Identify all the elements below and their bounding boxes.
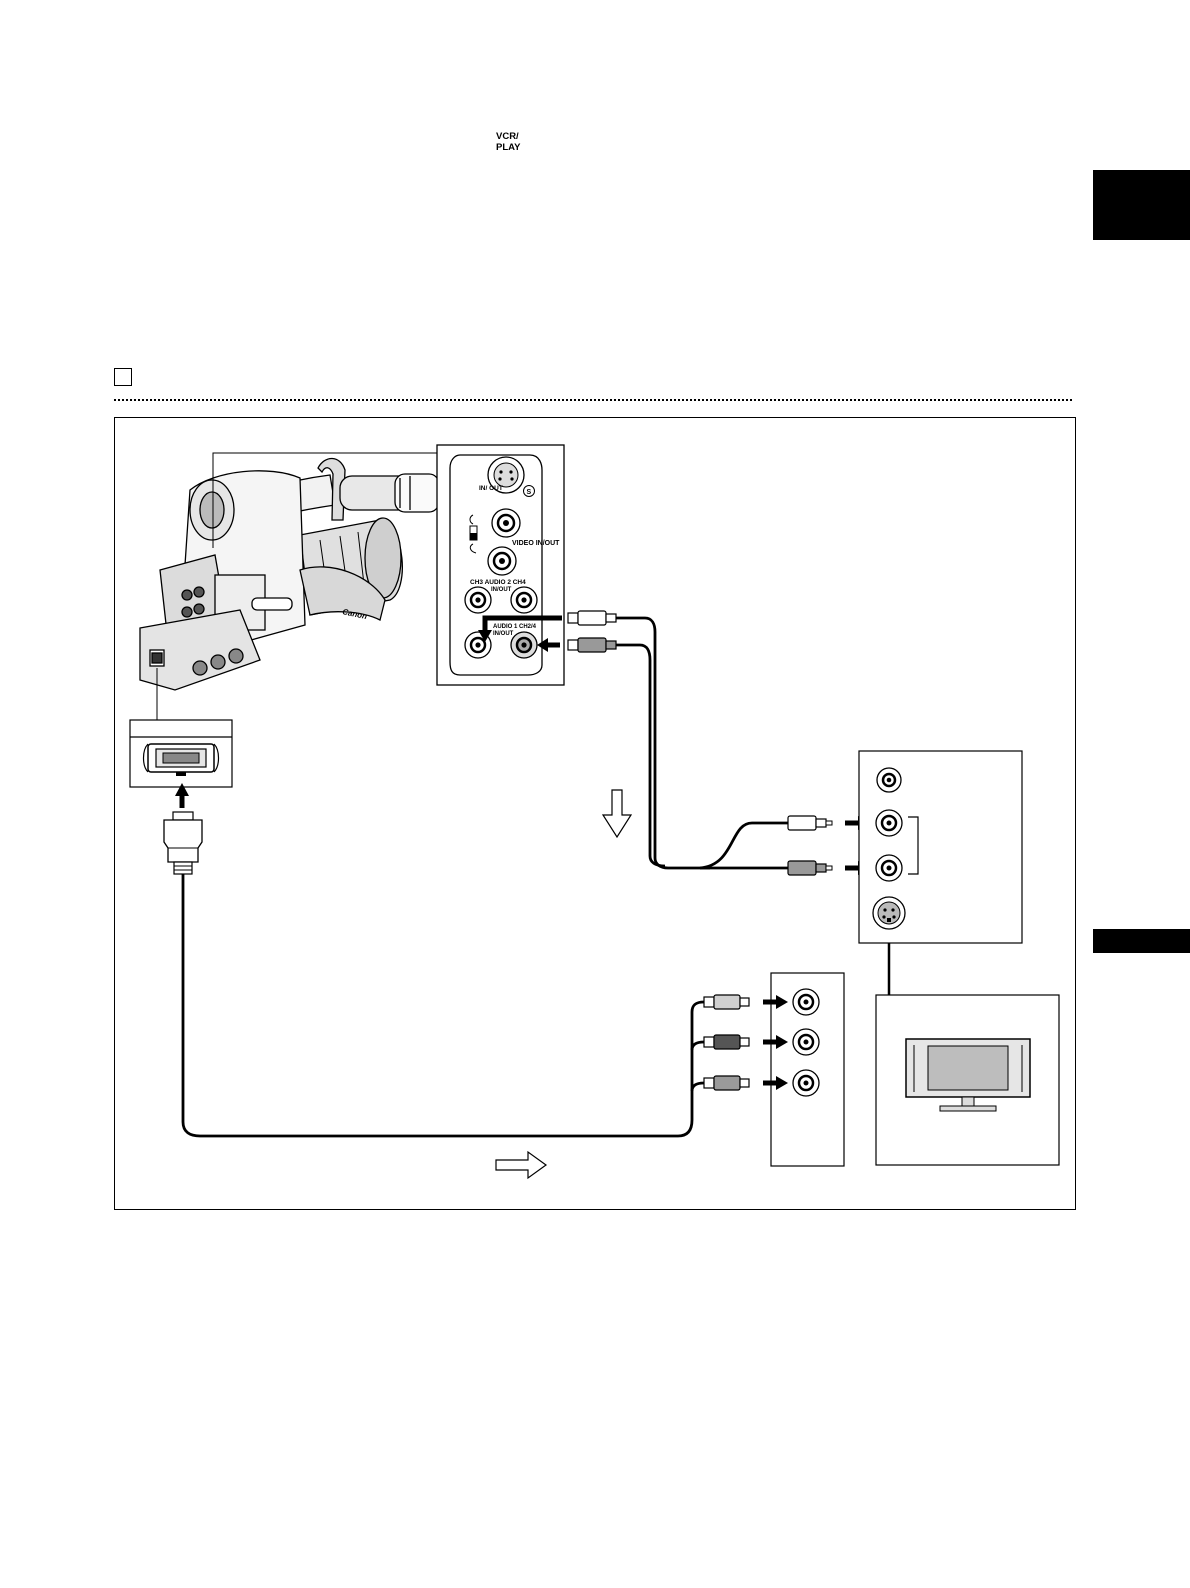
component-input-panel (763, 972, 845, 1167)
component-plug-pb (703, 1034, 750, 1050)
component-plug (163, 811, 203, 875)
tv-monitor-icon (905, 1038, 1031, 1112)
s-video-label: IN/ OUT (479, 485, 503, 492)
signal-flow-arrow-down (601, 789, 633, 839)
camcorder-jack-panel: IN/ OUT S VIDEO IN/OUT CH3 AUDIO 2 CH4 I… (436, 444, 565, 686)
chapter-tab-mid (1093, 929, 1190, 953)
audio-arrow-white (482, 615, 562, 632)
audio1-label: AUDIO 1 CH2/4 (493, 624, 537, 630)
chapter-tab-top (1093, 170, 1190, 240)
mode-icon-line1: VCR/ (496, 131, 519, 142)
s-symbol-label: S (527, 489, 532, 496)
connection-diagram-frame (114, 417, 1076, 1210)
mode-icon-line2: PLAY (496, 142, 521, 153)
rca-plug-red (567, 637, 617, 653)
camcorder-illustration: Canon (139, 457, 440, 691)
rca-plug-tv-red (787, 860, 833, 876)
tv-input-panel (858, 750, 1023, 944)
section-checkbox (114, 368, 132, 386)
connector-closeup (129, 719, 233, 788)
component-plug-y (703, 994, 750, 1010)
audio2-sub-label: IN/OUT (491, 587, 512, 593)
vcr-play-mode-icon: VCR/ PLAY (496, 131, 536, 153)
component-plugs (703, 994, 750, 1091)
component-cable (181, 874, 705, 1138)
audio1-sub-label: IN/OUT (493, 631, 514, 637)
component-plug-pr (703, 1075, 750, 1091)
leader-line-panel (212, 452, 437, 548)
audio2-label: CH3 AUDIO 2 CH4 (470, 579, 526, 586)
dotted-divider (114, 399, 1072, 401)
audio-bracket (908, 816, 919, 875)
signal-flow-arrow-right (495, 1150, 548, 1180)
rca-plug-tv-white (787, 815, 833, 831)
tv-monitor-box (875, 994, 1060, 1166)
rca-plug-white (567, 610, 617, 626)
video-label: VIDEO IN/OUT (512, 540, 560, 547)
audio-cable (567, 610, 870, 876)
